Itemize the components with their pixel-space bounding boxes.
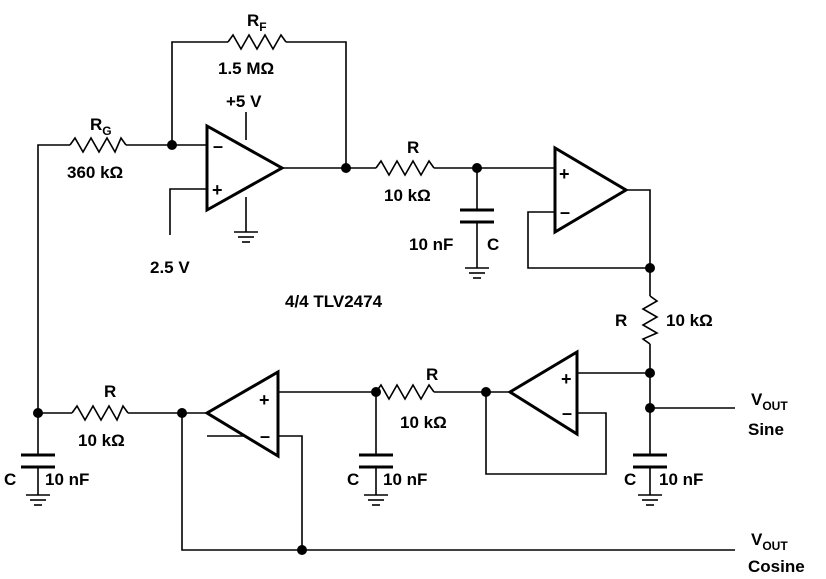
junction-dot [177, 408, 187, 418]
resistor-rg [69, 136, 127, 154]
vout-sine-label: VOUT [751, 390, 788, 413]
resistor-r2 [641, 295, 659, 345]
c1-value: 10 nF [409, 235, 453, 254]
junction-dot [645, 263, 655, 273]
junction-dot [472, 163, 482, 173]
inverting-input-sign: – [562, 403, 572, 423]
ground-icon [364, 494, 388, 506]
junction-dot [167, 140, 177, 150]
c4-value: 10 nF [659, 470, 703, 489]
ground-icon [26, 494, 50, 506]
inverting-input-sign: – [560, 202, 570, 222]
vref-label: 2.5 V [150, 258, 190, 277]
c3-value: 10 nF [383, 470, 427, 489]
resistor-r3 [375, 383, 435, 401]
c2-label: C [4, 470, 16, 489]
r2-label: R [615, 311, 627, 330]
chip-label: 4/4 TLV2474 [285, 292, 383, 311]
c3-label: C [347, 470, 359, 489]
ground-icon [465, 267, 489, 279]
resistor-r1 [375, 159, 435, 177]
r2-value: 10 kΩ [666, 311, 713, 330]
ground-icon [638, 494, 662, 506]
junction-dot [297, 545, 307, 555]
vout-sine-desc: Sine [748, 420, 784, 439]
r1-label: R [407, 138, 419, 157]
junction-dot [481, 387, 491, 397]
non-inverting-input-sign: + [212, 180, 223, 200]
vout-cosine-label: VOUT [751, 530, 788, 553]
junction-dot [645, 403, 655, 413]
vout-cosine-desc: Cosine [748, 557, 805, 576]
junction-dots [33, 140, 655, 555]
rf-value: 1.5 MΩ [218, 59, 274, 78]
inverting-input-sign: – [213, 136, 223, 156]
r3-value: 10 kΩ [400, 413, 447, 432]
rf-label: RF [247, 11, 267, 34]
junction-dot [33, 408, 43, 418]
non-inverting-input-sign: + [259, 390, 270, 410]
op-amp-1: – + [205, 123, 286, 213]
op-amp-4: + – [204, 369, 280, 459]
junction-dot [341, 163, 351, 173]
op-amp-2: + – [553, 145, 629, 235]
capacitor-c2 [21, 453, 55, 469]
op-amp-3: + – [507, 349, 579, 437]
r3-label: R [426, 365, 438, 384]
capacitor-c4 [633, 453, 667, 469]
capacitor-c1 [460, 208, 494, 224]
vcc-label: +5 V [226, 92, 262, 111]
r1-value: 10 kΩ [384, 186, 431, 205]
c1-label: C [487, 235, 499, 254]
non-inverting-input-sign: + [559, 164, 570, 184]
capacitor-c3 [359, 453, 393, 469]
junction-dot [371, 387, 381, 397]
inverting-input-sign: – [260, 426, 270, 446]
ground-icon [234, 231, 258, 243]
r4-value: 10 kΩ [78, 431, 125, 450]
rg-value: 360 kΩ [67, 163, 123, 182]
rg-label: RG [90, 115, 112, 138]
junction-dot [645, 368, 655, 378]
c4-label: C [624, 470, 636, 489]
resistor-rf [227, 33, 287, 51]
r4-label: R [104, 382, 116, 401]
resistor-r4 [71, 404, 129, 422]
c2-value: 10 nF [45, 470, 89, 489]
non-inverting-input-sign: + [561, 369, 572, 389]
